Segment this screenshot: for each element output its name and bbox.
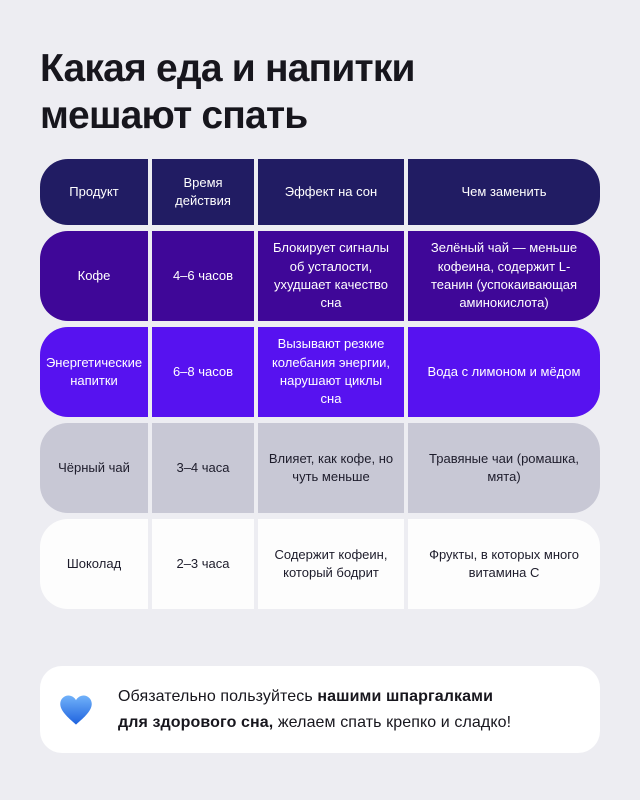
table-row-chocolate: Шоколад 2–3 часа Содержит кофеин, которы… bbox=[40, 519, 600, 609]
cell-replacement: Травяные чаи (ромашка, мята) bbox=[404, 423, 600, 513]
cell-replacement: Вода с лимоном и мёдом bbox=[404, 327, 600, 417]
footer-line2-regular: желаем спать крепко и сладко! bbox=[273, 713, 512, 731]
table-header-row: Продукт Время действия Эффект на сон Чем… bbox=[40, 159, 600, 225]
table-row-black-tea: Чёрный чай 3–4 часа Влияет, как кофе, но… bbox=[40, 423, 600, 513]
footer-note-card: Обязательно пользуйтесь нашими шпаргалка… bbox=[40, 666, 600, 753]
header-cell-replacement: Чем заменить bbox=[404, 159, 600, 225]
cell-product: Энергетические напитки bbox=[40, 327, 148, 417]
infographic-page: Какая еда и напитки мешают спать Продукт… bbox=[40, 45, 600, 753]
cell-effect: Блокирует сигналы об усталости, ухудшает… bbox=[254, 231, 404, 321]
footer-text-line2: для здорового сна, желаем спать крепко и… bbox=[118, 710, 511, 736]
cell-effect: Влияет, как кофе, но чуть меньше bbox=[254, 423, 404, 513]
table-row-energy-drinks: Энергетические напитки 6–8 часов Вызываю… bbox=[40, 327, 600, 417]
footer-note-text: Обязательно пользуйтесь нашими шпаргалка… bbox=[118, 684, 511, 736]
cell-duration: 6–8 часов bbox=[148, 327, 254, 417]
cell-effect: Содержит кофеин, который бодрит bbox=[254, 519, 404, 609]
cell-replacement: Фрукты, в которых много витамина C bbox=[404, 519, 600, 609]
table-row-coffee: Кофе 4–6 часов Блокирует сигналы об уста… bbox=[40, 231, 600, 321]
footer-text-line1: Обязательно пользуйтесь нашими шпаргалка… bbox=[118, 684, 511, 710]
cell-product: Чёрный чай bbox=[40, 423, 148, 513]
footer-line2-bold: для здорового сна, bbox=[118, 713, 274, 731]
cell-duration: 3–4 часа bbox=[148, 423, 254, 513]
cell-effect: Вызывают резкие колебания энергии, наруш… bbox=[254, 327, 404, 417]
header-cell-effect: Эффект на сон bbox=[254, 159, 404, 225]
page-title: Какая еда и напитки мешают спать bbox=[40, 45, 600, 139]
cell-replacement: Зелёный чай — меньше кофеина, содержит L… bbox=[404, 231, 600, 321]
page-title-line1: Какая еда и напитки bbox=[40, 47, 416, 90]
cell-product: Шоколад bbox=[40, 519, 148, 609]
footer-line1-regular: Обязательно пользуйтесь bbox=[118, 687, 318, 705]
page-title-line2: мешают спать bbox=[40, 94, 308, 137]
cell-product: Кофе bbox=[40, 231, 148, 321]
footer-line1-bold: нашими шпаргалками bbox=[317, 687, 494, 705]
blue-heart-icon bbox=[60, 694, 92, 725]
cell-duration: 2–3 часа bbox=[148, 519, 254, 609]
header-cell-product: Продукт bbox=[40, 159, 148, 225]
cell-duration: 4–6 часов bbox=[148, 231, 254, 321]
sleep-food-table: Продукт Время действия Эффект на сон Чем… bbox=[40, 159, 600, 609]
header-cell-duration: Время действия bbox=[148, 159, 254, 225]
